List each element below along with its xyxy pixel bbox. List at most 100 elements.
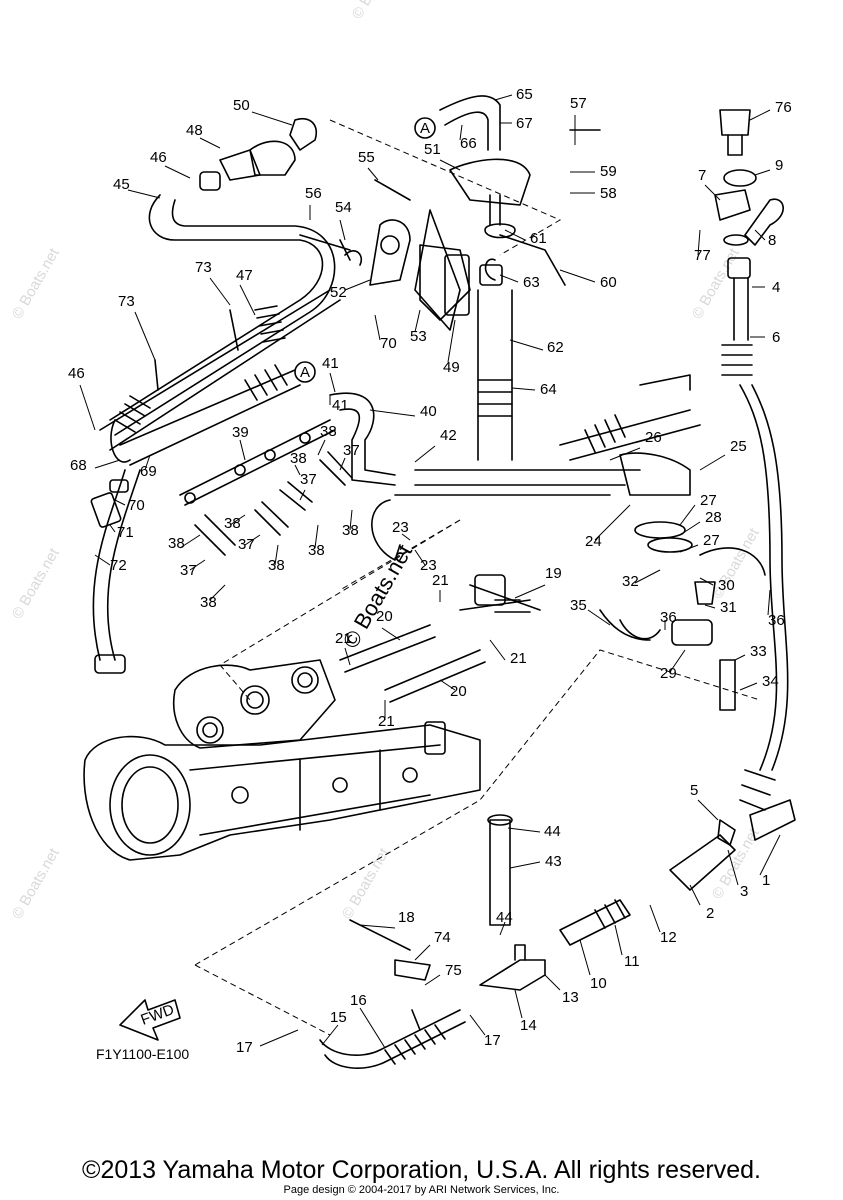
callout-leader-27 [679,504,696,526]
callout-3: 3 [740,883,748,900]
callout-42: 42 [440,427,457,444]
callout-leader-23 [414,549,426,566]
watermark: © Boats.net [339,845,393,922]
callout-leader-41 [329,372,336,393]
callout-64: 64 [540,381,557,398]
callout-leader-1 [759,834,781,876]
callout-44: 44 [496,909,513,926]
callout-8: 8 [768,232,776,249]
callout-leader-53 [414,309,421,333]
callout-76: 76 [775,99,792,116]
callout-leader-25 [699,454,726,471]
callout-13: 13 [562,989,579,1006]
callout-leader-54 [339,219,346,241]
callout-41: 41 [322,355,339,372]
callout-23: 23 [392,519,409,536]
callout-leader-8 [754,229,766,241]
callout-16: 16 [350,992,367,1009]
callout-leader-13 [544,974,561,991]
callout-leader-32 [634,569,661,584]
callout-36: 36 [768,612,785,629]
callout-leader-42 [414,445,436,463]
callout-63: 63 [523,274,540,291]
callout-leader-76 [749,109,771,121]
callout-leader-34 [739,682,758,691]
callout-leader-50 [251,111,293,126]
callout-60: 60 [600,274,617,291]
callout-54: 54 [335,199,352,216]
callout-31: 31 [720,599,737,616]
callout-49: 49 [443,359,460,376]
callout-leader-47 [239,284,256,316]
callout-57: 57 [570,95,587,112]
callout-leader-18 [359,924,396,929]
callout-35: 35 [570,597,587,614]
callout-leader-12 [649,904,661,933]
callout-leader-27 [679,544,699,553]
watermark: © Boats.net [349,0,403,22]
callout-leader-15 [321,1024,339,1046]
callout-27: 27 [700,492,717,509]
callout-leader-20 [381,627,401,641]
callout-leader-36 [767,589,771,616]
callout-38: 38 [308,542,325,559]
callout-61: 61 [530,230,547,247]
callout-leader-19 [514,584,546,599]
callout-50: 50 [233,97,250,114]
callout-leader-17 [469,1014,486,1036]
callout-21: 21 [510,650,527,667]
callout-leader-38 [294,464,301,476]
callout-7: 7 [698,167,706,184]
exhaust-manifold [83,659,481,861]
callout-55: 55 [358,149,375,166]
callout-leader-21 [489,639,506,661]
callout-leader-46 [79,384,96,431]
callout-leader-33 [734,654,746,661]
callout-20: 20 [376,608,393,625]
callout-51: 51 [424,141,441,158]
callout-37: 37 [343,442,360,459]
callout-leader-38 [209,584,226,601]
callout-leader-31 [704,604,716,609]
callout-leader-38 [274,544,279,566]
callout-leader-11 [614,924,623,956]
callout-leader-7 [704,184,721,201]
callout-leader-44 [507,827,541,833]
callout-leader-68 [94,459,121,469]
diagram-code: F1Y1100-E100 [96,1046,190,1062]
callout-leader-24 [594,504,631,541]
callout-68: 68 [70,457,87,474]
callout-37: 37 [180,562,197,579]
callout-46: 46 [150,149,167,166]
callout-leader-38 [349,509,353,531]
bellows-69 [244,364,288,401]
hoses-20 [339,574,541,703]
callout-45: 45 [113,176,130,193]
callout-33: 33 [750,643,767,660]
right-parts [559,109,789,811]
callout-9: 9 [775,157,783,174]
callout-71: 71 [117,524,134,541]
callout-leader-10 [579,939,591,976]
callout-leader-63 [499,274,519,283]
ref-marker-a-mid: A [294,361,316,383]
watermark: © Boats.net [9,245,63,322]
callout-11: 11 [624,953,640,970]
callout-30: 30 [718,577,735,594]
callout-69: 69 [140,463,157,480]
callout-67: 67 [516,115,533,132]
callout-leader-73 [134,311,156,361]
callout-leader-62 [509,339,544,351]
callout-24: 24 [585,533,602,550]
callout-leader-45 [127,189,161,199]
callout-leader-69 [144,454,151,471]
callout-leader-26 [609,447,641,461]
callout-15: 15 [330,1009,347,1026]
callout-leader-77 [697,229,701,256]
callout-18: 18 [398,909,415,926]
callout-leader-21 [344,647,351,666]
callout-41: 41 [332,397,349,414]
callout-14: 14 [520,1017,537,1034]
callout-leader-52 [344,279,371,291]
